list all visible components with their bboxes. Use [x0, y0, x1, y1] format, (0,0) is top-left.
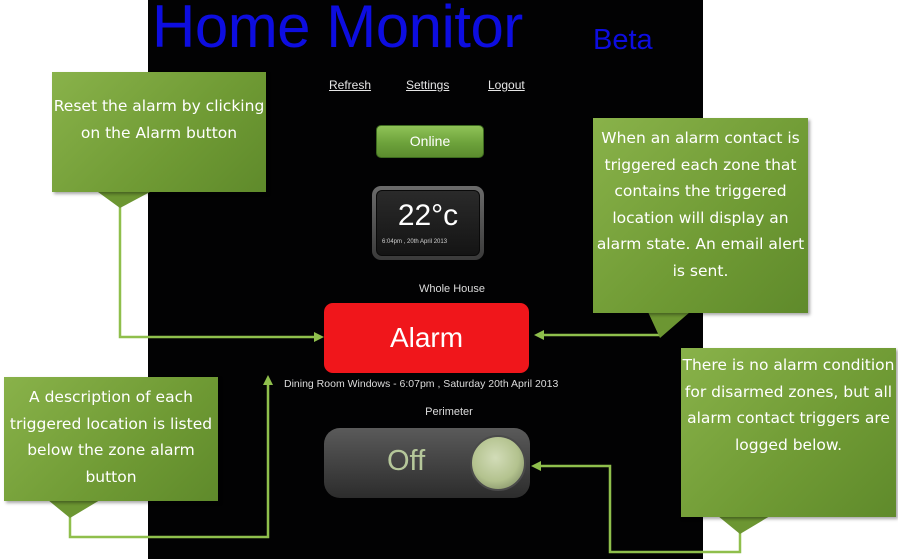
connector-trigger-description — [68, 381, 270, 539]
watermark: @稀土掘金技术社区 — [774, 540, 892, 555]
logout-link[interactable]: Logout — [488, 78, 525, 92]
arrowhead-icon — [263, 375, 273, 385]
connector-disarmed-zones — [538, 464, 742, 554]
arrowhead-icon — [314, 332, 324, 342]
arrowhead-icon — [534, 330, 544, 340]
app-title: Home Monitor — [152, 0, 523, 60]
callout-tail-disarmed — [718, 516, 770, 534]
callout-reset-alarm: Reset the alarm by clicking on the Alarm… — [52, 72, 266, 192]
arrowhead-icon — [531, 461, 541, 471]
toggle-knob[interactable] — [470, 435, 526, 491]
beta-badge: Beta — [593, 24, 653, 56]
settings-link[interactable]: Settings — [406, 78, 450, 92]
trigger-description: Dining Room Windows - 6:07pm , Saturday … — [284, 378, 559, 390]
temperature-display: 22°c 6:04pm , 20th April 2013 — [376, 190, 480, 256]
zone-label-whole-house: Whole House — [418, 283, 486, 295]
connector-reset-alarm — [118, 205, 318, 339]
callout-trigger-description: A description of each triggered location… — [4, 377, 218, 501]
callout-alarm-triggered: When an alarm contact is triggered each … — [593, 118, 808, 313]
perimeter-toggle[interactable]: Off — [324, 428, 530, 498]
callout-tail-reset — [98, 192, 150, 208]
temperature-timestamp: 6:04pm , 20th April 2013 — [382, 239, 448, 245]
callout-tail-description — [48, 500, 100, 518]
temperature-value: 22°c — [397, 199, 459, 232]
alarm-button[interactable]: Alarm — [324, 303, 529, 373]
toggle-label: Off — [387, 445, 426, 477]
callout-tail-triggered — [648, 312, 690, 338]
callout-disarmed-zones: There is no alarm condition for disarmed… — [681, 348, 896, 517]
zone-label-perimeter: Perimeter — [425, 406, 473, 418]
temperature-tile: 22°c 6:04pm , 20th April 2013 — [372, 186, 484, 260]
refresh-link[interactable]: Refresh — [329, 78, 372, 92]
online-status-button[interactable]: Online — [376, 125, 484, 158]
